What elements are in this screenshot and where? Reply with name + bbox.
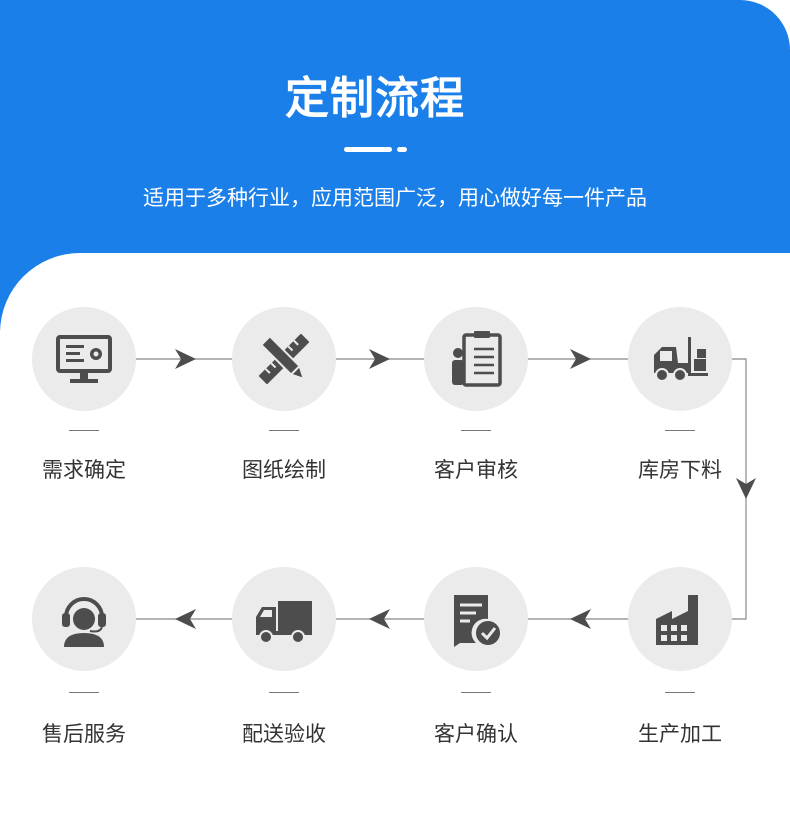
- arrow-right-icon: [369, 349, 390, 369]
- arrow-down-icon: [736, 478, 756, 499]
- customer-service-icon: [62, 597, 106, 647]
- step-5-dash: [665, 692, 695, 693]
- step-5-icon-circle: [628, 567, 732, 671]
- page-title: 定制流程: [285, 73, 465, 124]
- step-2-label: 图纸绘制: [242, 458, 326, 482]
- step-6-icon-circle: [424, 567, 528, 671]
- step-5-label: 生产加工: [638, 722, 722, 746]
- document-check-icon: [454, 595, 500, 647]
- pencil-ruler-icon: [258, 333, 310, 385]
- step-3-label: 客户审核: [434, 458, 518, 482]
- step-3-dash: [461, 430, 491, 431]
- step-7-label: 配送验收: [242, 722, 326, 746]
- step-4-icon-circle: [628, 307, 732, 411]
- step-1-icon-circle: [32, 307, 136, 411]
- step-1-dash: [69, 430, 99, 431]
- arrow-left-icon: [175, 609, 196, 629]
- step-1-label: 需求确定: [42, 458, 126, 482]
- arrow-right-icon: [175, 349, 196, 369]
- step-8-icon-circle: [32, 567, 136, 671]
- title-underline: [344, 147, 392, 152]
- step-7-icon-circle: [232, 567, 336, 671]
- arrow-right-icon: [570, 349, 591, 369]
- arrow-left-icon: [369, 609, 390, 629]
- arrow-left-icon: [570, 609, 591, 629]
- step-3-icon-circle: [424, 307, 528, 411]
- title-underline-dot: [397, 147, 407, 152]
- step-4-label: 库房下料: [638, 458, 722, 482]
- step-2-icon-circle: [232, 307, 336, 411]
- step-6-dash: [461, 692, 491, 693]
- step-8-label: 售后服务: [42, 722, 126, 746]
- delivery-truck-icon: [256, 601, 312, 644]
- page-subtitle: 适用于多种行业，应用范围广泛，用心做好每一件产品: [143, 186, 647, 210]
- step-2-dash: [269, 430, 299, 431]
- step-8-dash: [69, 692, 99, 693]
- forklift-icon: [654, 337, 708, 382]
- monitor-settings-icon: [56, 335, 112, 383]
- clipboard-person-icon: [452, 331, 502, 387]
- step-6-label: 客户确认: [434, 722, 518, 746]
- step-4-dash: [665, 430, 695, 431]
- factory-icon: [656, 595, 698, 645]
- step-7-dash: [269, 692, 299, 693]
